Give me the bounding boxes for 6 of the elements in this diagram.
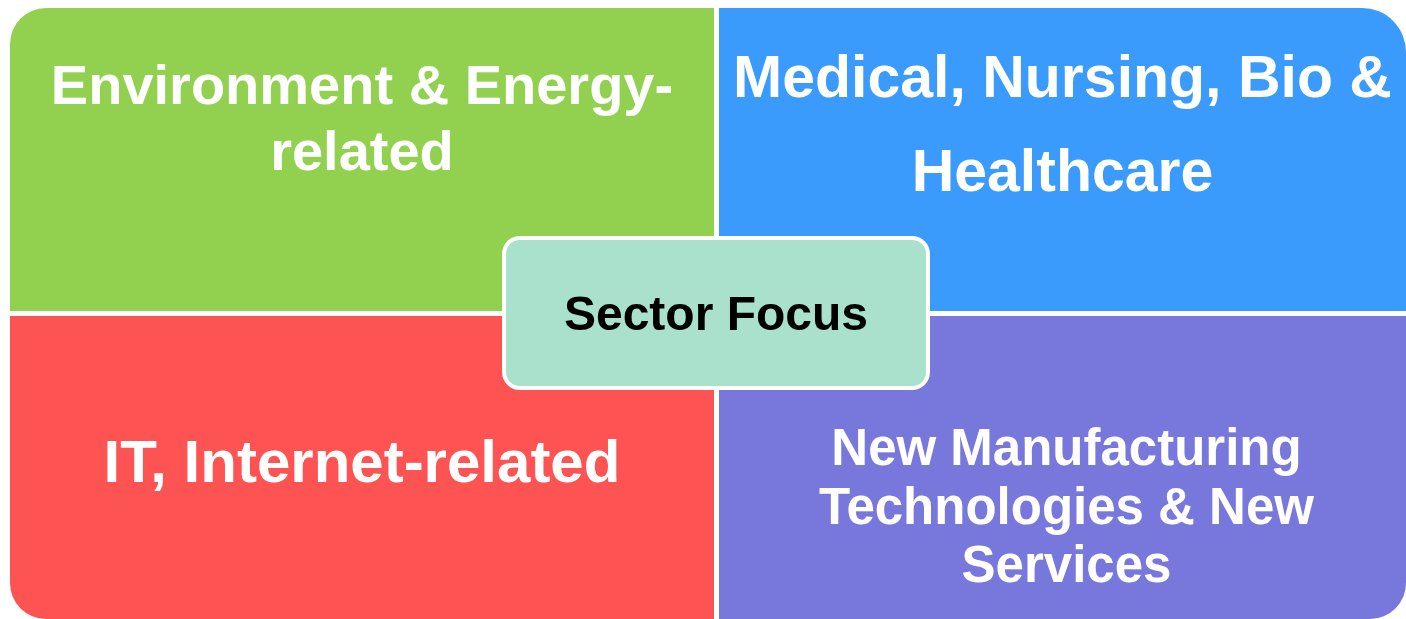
- sector-title: New Manufacturing Technologies & New Services: [818, 419, 1315, 596]
- center-box: [502, 236, 930, 390]
- sector-title: IT, Internet-related: [103, 427, 621, 497]
- center-title: Sector Focus: [563, 285, 869, 341]
- sector-title: Medical, Nursing, Bio & Healthcare: [732, 43, 1393, 207]
- sector-title: Environment & Energy-related: [49, 52, 675, 185]
